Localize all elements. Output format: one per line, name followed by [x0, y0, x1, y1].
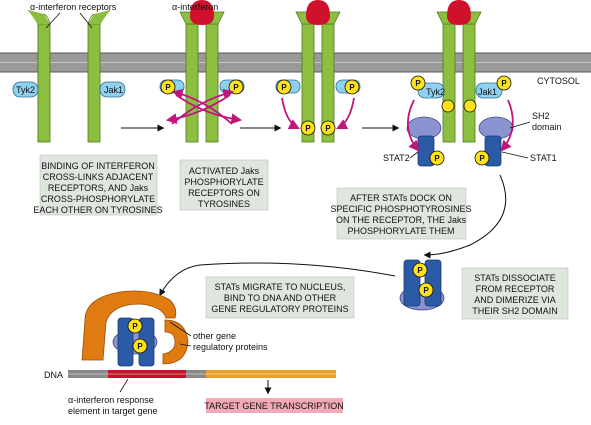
other-gene-label-1: other gene [193, 331, 236, 341]
interferon-ligand [190, 0, 214, 25]
stat2-label: STAT2 [383, 153, 410, 163]
stat-phospho-arrow-b [500, 99, 514, 152]
sh2-label-1: SH2 [532, 111, 550, 121]
svg-text:P: P [281, 83, 287, 92]
svg-text:ACTIVATED Jaks: ACTIVATED Jaks [189, 166, 260, 176]
tyk2-label-4: Tyk2 [426, 87, 445, 97]
svg-text:AND DIMERIZE VIA: AND DIMERIZE VIA [474, 295, 556, 305]
caption-step1: BINDING OF INTERFERON CROSS-LINKS ADJACE… [33, 154, 163, 216]
svg-text:STATs DISSOCIATE: STATs DISSOCIATE [474, 273, 556, 283]
svg-text:PHOSPHORYLATE: PHOSPHORYLATE [184, 177, 263, 187]
stat-dimer: P P [399, 259, 445, 311]
dissociation-arrow [423, 174, 507, 259]
response-element-label-1: α-interferon response [68, 395, 154, 405]
svg-text:STATs MIGRATE TO NUCLEUS,: STATs MIGRATE TO NUCLEUS, [215, 282, 346, 292]
stage3-kinases: P P P P [275, 79, 361, 136]
sh2-label-2: domain [532, 122, 562, 132]
svg-text:RECEPTORS ON: RECEPTORS ON [188, 188, 260, 198]
stat1-label: STAT1 [530, 153, 557, 163]
cross-phospho-arrow-c [171, 88, 235, 125]
svg-text:P: P [305, 124, 311, 133]
stat1-protein: P [474, 116, 514, 167]
caption-step3: AFTER STATs DOCK ON SPECIFIC PHOSPHOTYRO… [330, 187, 472, 240]
svg-text:P: P [417, 266, 423, 275]
jak1-kinase: Jak1 [99, 81, 126, 98]
svg-text:ON THE RECEPTOR, THE Jaks: ON THE RECEPTOR, THE Jaks [336, 215, 467, 225]
stat1-pointer [501, 151, 529, 159]
interferon-ligand-3 [306, 0, 330, 25]
caption-step2: ACTIVATED Jaks PHOSPHORYLATE RECEPTORS O… [179, 159, 269, 211]
svg-text:AFTER STATs DOCK ON: AFTER STATs DOCK ON [350, 193, 452, 203]
svg-text:P: P [233, 83, 239, 92]
svg-text:FROM RECEPTOR: FROM RECEPTOR [476, 284, 555, 294]
svg-text:EACH OTHER ON TYROSINES: EACH OTHER ON TYROSINES [33, 205, 162, 215]
response-element-label-2: element in target gene [68, 406, 158, 416]
svg-text:P: P [423, 286, 429, 295]
receptor-pointer-left [45, 12, 61, 29]
stage4-kinases: Tyk2 Jak1 P P [410, 75, 512, 113]
other-gene-label-2: regulatory proteins [193, 342, 268, 352]
svg-text:BINDING OF INTERFERON: BINDING OF INTERFERON [41, 161, 155, 171]
svg-text:P: P [479, 154, 485, 163]
svg-text:P: P [415, 79, 421, 88]
receptor-pointer-right [79, 12, 93, 29]
svg-text:GENE REGULATORY PROTEINS: GENE REGULATORY PROTEINS [211, 304, 348, 314]
stat2-pointer [409, 151, 419, 159]
transcription-box: TARGET GENE TRANSCRIPTION [204, 398, 344, 413]
svg-text:TYROSINES: TYROSINES [198, 199, 250, 209]
stage4-receptors [436, 11, 482, 143]
svg-text:Jak1: Jak1 [104, 85, 123, 95]
stage3-receptors [295, 11, 341, 143]
caption-step5: STATs MIGRATE TO NUCLEUS, BIND TO DNA AN… [205, 276, 355, 319]
jak1-label-4: Jak1 [478, 87, 497, 97]
migration-arrow [159, 262, 396, 297]
dna-strand [68, 370, 336, 378]
svg-text:P: P [501, 79, 507, 88]
receptor-phospho-arrow-a [281, 97, 300, 129]
interferon-ligand-4 [447, 0, 471, 25]
regulatory-protein-complex: P P [81, 290, 189, 367]
response-element-pointer [119, 378, 129, 393]
caption-step4: STATs DISSOCIATE FROM RECEPTOR AND DIMER… [461, 267, 569, 320]
interferon-label: α-interferon [172, 2, 218, 12]
stat-phospho-arrow-a [407, 99, 420, 152]
svg-text:P: P [132, 322, 138, 331]
svg-text:SPECIFIC PHOSPHOTYROSINES: SPECIFIC PHOSPHOTYROSINES [330, 204, 471, 214]
other-gene-pointer-a [169, 321, 192, 337]
svg-text:Tyk2: Tyk2 [16, 85, 35, 95]
svg-text:CROSS-LINKS ADJACENT: CROSS-LINKS ADJACENT [43, 172, 154, 182]
stage1-receptors [27, 9, 111, 143]
svg-text:P: P [137, 342, 143, 351]
dna-label: DNA [44, 370, 63, 380]
svg-text:CROSS-PHOSPHORYLATE: CROSS-PHOSPHORYLATE [41, 194, 155, 204]
receptor-phospho-arrow-b [336, 97, 355, 129]
svg-text:BIND TO DNA AND OTHER: BIND TO DNA AND OTHER [224, 293, 337, 303]
svg-text:PHOSPHORYLATE THEM: PHOSPHORYLATE THEM [347, 226, 454, 236]
cross-phospho-arrow-d [171, 88, 233, 125]
svg-text:THEIR SH2 DOMAIN: THEIR SH2 DOMAIN [472, 306, 558, 316]
other-gene-pointer-b [179, 343, 192, 347]
svg-text:P: P [165, 83, 171, 92]
sh2-pointer [509, 121, 531, 129]
svg-text:P: P [349, 83, 355, 92]
svg-text:RECEPTORS, AND Jaks: RECEPTORS, AND Jaks [48, 183, 149, 193]
cytosol-label: CYTOSOL [537, 76, 580, 86]
svg-text:TARGET GENE TRANSCRIPTION: TARGET GENE TRANSCRIPTION [204, 401, 344, 411]
svg-text:P: P [434, 154, 440, 163]
stat2-protein: P [406, 116, 445, 167]
tyk2-kinase: Tyk2 [12, 81, 39, 98]
receptors-label: α-interferon receptors [30, 2, 117, 12]
stage2-receptors [179, 11, 225, 143]
svg-text:P: P [325, 124, 331, 133]
